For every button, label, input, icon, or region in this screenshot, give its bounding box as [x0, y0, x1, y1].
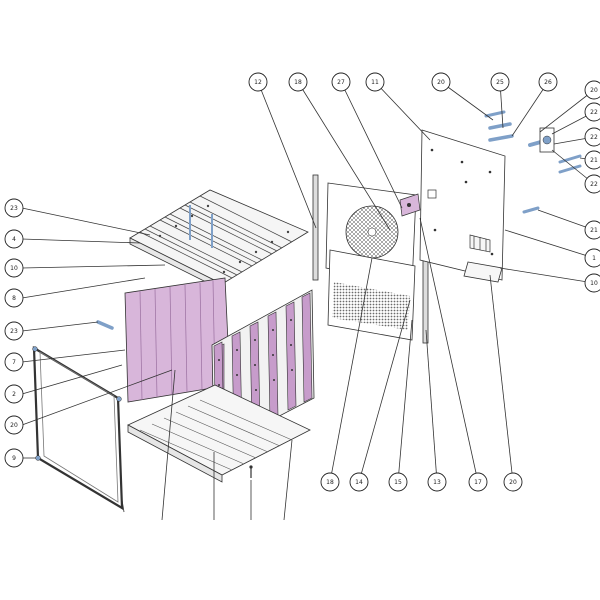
callout-label: 1	[592, 255, 596, 262]
callout-label: 22	[590, 134, 598, 141]
callout-label: 10	[590, 280, 598, 287]
callout-23: 23	[4, 198, 24, 218]
callout-label: 25	[496, 79, 504, 86]
callout-23: 23	[4, 321, 24, 341]
callout-22: 22	[584, 102, 600, 122]
callout-label: 11	[371, 79, 379, 86]
callout-22: 22	[584, 127, 600, 147]
leader-lines	[21, 81, 595, 521]
callout-label: 20	[437, 79, 445, 86]
hinge-pin-left	[96, 320, 114, 330]
callout-label: 8	[12, 295, 16, 302]
hardware-cluster	[484, 110, 582, 214]
callout-label: 21	[590, 157, 598, 164]
callout-label: 18	[294, 79, 302, 86]
callout-15: 15	[388, 472, 408, 492]
mesh-panel	[327, 249, 416, 341]
callout-7: 7	[4, 352, 24, 372]
callout-label: 9	[12, 455, 16, 462]
callout-label: 2	[12, 391, 16, 398]
bracket-27	[399, 193, 421, 217]
callout-26: 26	[538, 72, 558, 92]
callout-13: 13	[427, 472, 447, 492]
callout-25: 25	[490, 72, 510, 92]
callout-label: 22	[590, 109, 598, 116]
callout-10: 10	[584, 273, 600, 293]
left-door-frame	[32, 346, 124, 510]
callout-label: 26	[544, 79, 552, 86]
callout-label: 20	[509, 479, 517, 486]
callout-label: 15	[394, 479, 402, 486]
back-wall-panel	[124, 277, 231, 403]
callout-label: 13	[433, 479, 441, 486]
callout-14: 14	[349, 472, 369, 492]
roof-slats	[129, 189, 309, 291]
callout-label: 22	[590, 181, 598, 188]
floor-base	[127, 384, 311, 483]
callout-label: 18	[326, 479, 334, 486]
callout-label: 21	[590, 227, 598, 234]
callout-22: 22	[584, 174, 600, 194]
callout-label: 23	[10, 205, 18, 212]
screw-bottom	[249, 465, 253, 478]
callout-label: 27	[337, 79, 345, 86]
callout-10: 10	[4, 258, 24, 278]
callout-label: 12	[254, 79, 262, 86]
callout-27: 27	[331, 72, 351, 92]
shelf-plate	[463, 261, 503, 283]
callout-label: 14	[355, 479, 363, 486]
callout-20: 20	[4, 415, 24, 435]
main-side-plate	[419, 129, 506, 281]
callout-label: 17	[474, 479, 482, 486]
callouts: 23 4 10 8 23 7 2 20 9 12 18 27 11 20 25 …	[4, 72, 600, 492]
callout-label: 4	[12, 236, 16, 243]
callout-label: 20	[10, 422, 18, 429]
callout-label: 7	[12, 359, 16, 366]
callout-9: 9	[4, 448, 24, 468]
callout-20: 20	[584, 80, 600, 100]
callout-11: 11	[365, 72, 385, 92]
callout-label: 10	[10, 265, 18, 272]
callout-12: 12	[248, 72, 268, 92]
callout-label: 20	[590, 87, 598, 94]
callout-21: 21	[584, 150, 600, 170]
callout-20: 20	[503, 472, 523, 492]
callout-2: 2	[4, 384, 24, 404]
callout-18: 18	[288, 72, 308, 92]
callout-17: 17	[468, 472, 488, 492]
callout-4: 4	[4, 229, 24, 249]
callout-1: 1	[584, 248, 600, 268]
callout-label: 23	[10, 328, 18, 335]
callout-8: 8	[4, 288, 24, 308]
callout-20: 20	[431, 72, 451, 92]
callout-21: 21	[584, 220, 600, 240]
callout-18: 18	[320, 472, 340, 492]
